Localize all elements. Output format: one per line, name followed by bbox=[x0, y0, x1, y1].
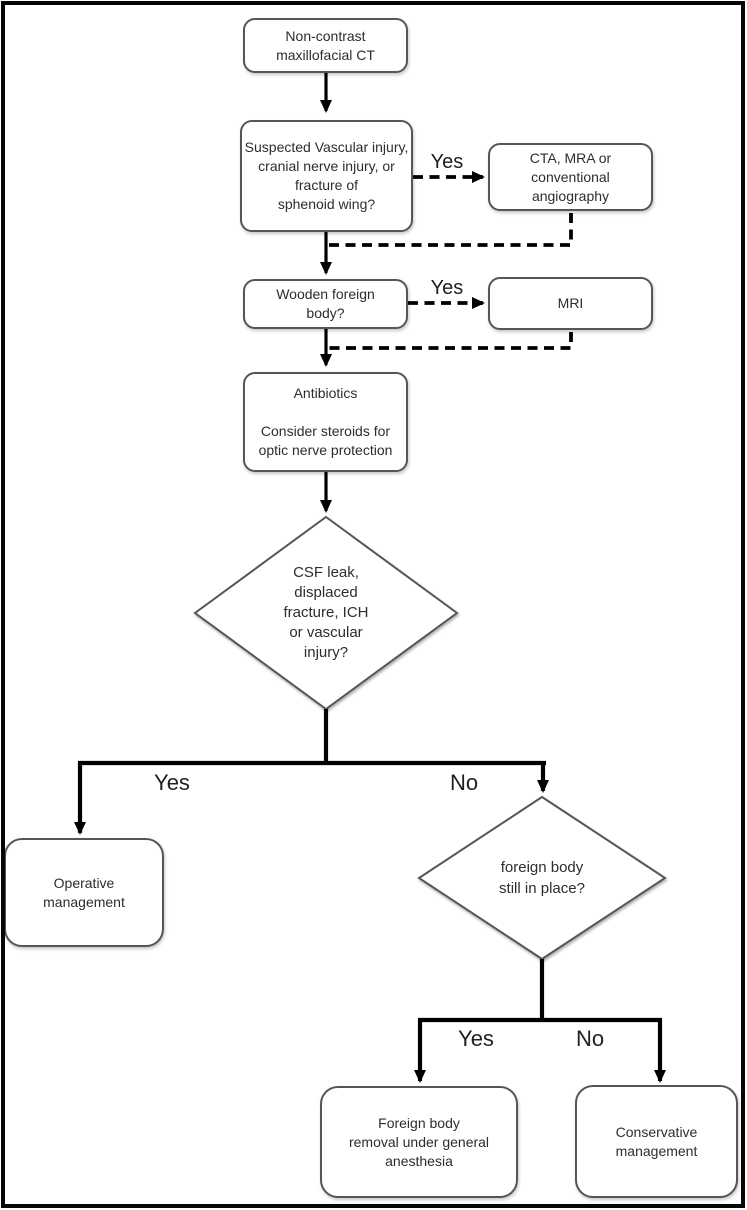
node-suspected-vascular-injury: Suspected Vascular injury, cranial nerve… bbox=[240, 120, 413, 232]
node-conservative-management: Conservative management bbox=[575, 1085, 738, 1198]
node-noncontrast-ct: Non-contrast maxillofacial CT bbox=[243, 18, 408, 73]
edge-label-wooden-yes: Yes bbox=[430, 277, 464, 299]
edge-mri-return bbox=[329, 332, 573, 350]
node-antibiotics-steroids: Antibiotics Consider steroids for optic … bbox=[243, 372, 408, 472]
edge-label-fb-no: No bbox=[575, 1026, 605, 1051]
node-operative-management: Operative management bbox=[4, 838, 164, 947]
node-mri: MRI bbox=[488, 277, 653, 330]
decision-text-foreign-body: foreign body still in place? bbox=[499, 859, 585, 897]
edge-label-fb-yes: Yes bbox=[458, 1026, 494, 1051]
edge-label-csf-yes: Yes bbox=[154, 770, 190, 795]
decision-text-csf-leak: CSF leak, displaced fracture, ICH or vas… bbox=[283, 564, 369, 661]
node-wooden-foreign-body: Wooden foreign body? bbox=[243, 279, 408, 329]
node-cta-mra-angiography: CTA, MRA or conventional angiography bbox=[488, 143, 653, 211]
node-foreign-body-removal: Foreign body removal under general anest… bbox=[320, 1086, 518, 1198]
edge-label-csf-no: No bbox=[449, 770, 479, 795]
edge-label-suspected-yes: Yes bbox=[430, 151, 464, 173]
